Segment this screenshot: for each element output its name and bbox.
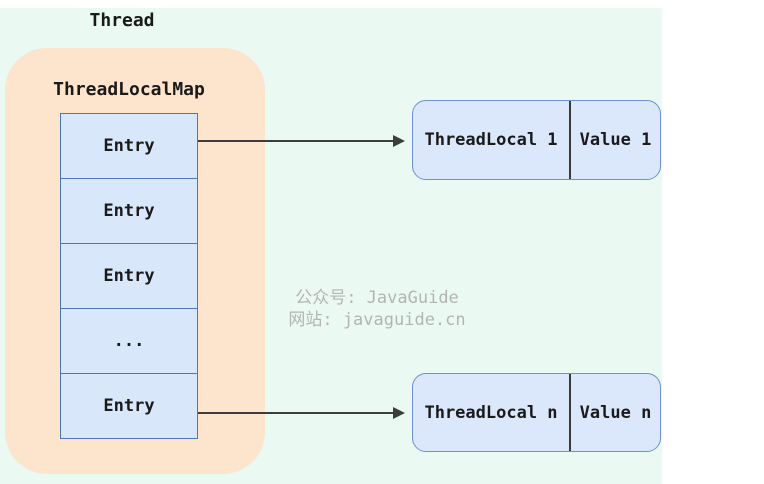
threadlocaln-valuen-box: ThreadLocal n Value n	[412, 373, 661, 452]
threadlocal1-key-cell: ThreadLocal 1	[413, 101, 571, 179]
threadlocaln-key-cell: ThreadLocal n	[413, 374, 571, 451]
valuen-cell: Value n	[579, 402, 652, 423]
watermark-line2: 网站: javaguide.cn	[288, 310, 466, 330]
entry-cell-3: Entry	[60, 243, 198, 309]
entry-cell-ellipsis: ...	[60, 308, 198, 374]
entry-stack: Entry Entry Entry ... Entry	[60, 113, 198, 439]
arrow-entry1-to-threadlocal1	[198, 140, 395, 142]
threadlocalmap-title: ThreadLocalMap	[53, 79, 205, 100]
watermark-line1: 公众号: JavaGuide	[295, 288, 459, 308]
thread-title: Thread	[89, 10, 155, 31]
arrow-entryn-to-threadlocaln	[198, 412, 395, 414]
entry-cell-1: Entry	[60, 113, 198, 179]
arrowhead-right-icon	[393, 407, 405, 419]
entry-cell-2: Entry	[60, 178, 198, 244]
arrowhead-right-icon	[393, 135, 405, 147]
watermark: 公众号: JavaGuide 网站: javaguide.cn	[257, 287, 497, 331]
threadlocal1-value1-box: ThreadLocal 1 Value 1	[412, 100, 661, 180]
value1-cell: Value 1	[579, 130, 652, 150]
entry-cell-n: Entry	[60, 373, 198, 439]
